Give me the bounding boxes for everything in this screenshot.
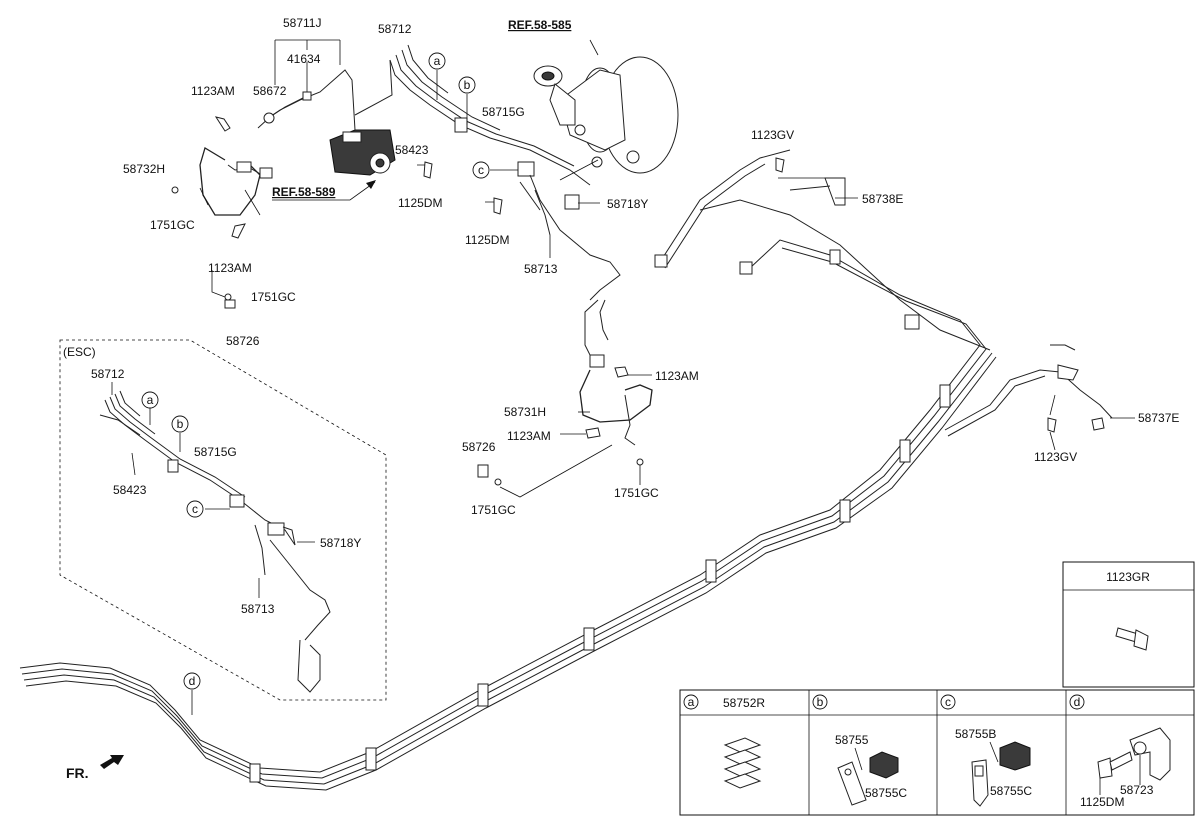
front-label: FR.	[66, 765, 89, 781]
brake-booster	[533, 39, 679, 181]
label-58726-top: 58726	[226, 334, 260, 348]
label-58737E: 58737E	[1138, 411, 1179, 425]
legend-callout-d: d	[1074, 695, 1081, 709]
ref-58-585: REF.58-585	[508, 18, 572, 32]
label-1123GV-top: 1123GV	[751, 128, 794, 142]
label-1751GC-top: 1751GC	[150, 218, 195, 232]
callout-a: a	[434, 54, 441, 68]
label-58738E: 58738E	[862, 192, 903, 206]
esc-label-58713: 58713	[241, 602, 275, 616]
esc-label-58712: 58712	[91, 367, 125, 381]
label-58712: 58712	[378, 22, 412, 36]
label-1123AM-mid: 1123AM	[208, 261, 252, 275]
legend-callout-a: a	[688, 695, 695, 709]
legend-callout-c: c	[945, 695, 951, 709]
bracket-58737E	[1047, 344, 1135, 451]
label-1125DM-b: 1125DM	[465, 233, 509, 247]
label-58732H: 58732H	[123, 162, 165, 176]
label-41634: 41634	[287, 52, 321, 66]
callout-b: b	[464, 78, 471, 92]
esc-label-58715G: 58715G	[194, 445, 237, 459]
esc-callout-a: a	[147, 393, 154, 407]
legend-c-58755C: 58755C	[990, 784, 1032, 798]
label-1751GC-right: 1751GC	[614, 486, 659, 500]
label-58711J: 58711J	[283, 16, 321, 30]
front-direction-arrow	[100, 755, 124, 769]
legend-a-58752R: 58752R	[723, 696, 765, 710]
esc-callout-b: b	[177, 417, 184, 431]
legend-table	[679, 561, 1195, 816]
main-brake-lines	[19, 149, 1113, 791]
label-58718Y: 58718Y	[607, 197, 648, 211]
label-58726-lower: 58726	[462, 440, 496, 454]
legend-d-1125DM: 1125DM	[1080, 795, 1124, 809]
esc-callout-c: c	[192, 502, 198, 516]
label-58731H: 58731H	[504, 405, 546, 419]
legend-d-58723: 58723	[1120, 783, 1154, 797]
label-58672: 58672	[253, 84, 287, 98]
callout-d: d	[189, 674, 196, 688]
callout-c: c	[478, 163, 484, 177]
callout-circles	[191, 70, 518, 715]
label-1751GC-mid: 1751GC	[251, 290, 296, 304]
legend-b-58755: 58755	[835, 733, 869, 747]
callout-letters: a b c d a b c a b c d	[141, 52, 1085, 710]
legend-1123GR: 1123GR	[1106, 570, 1150, 584]
label-1125DM-a: 1125DM	[398, 196, 442, 210]
label-58715G: 58715G	[482, 105, 525, 119]
label-58423: 58423	[395, 143, 429, 157]
label-1123AM-lower: 1123AM	[507, 429, 551, 443]
label-1123AM-right: 1123AM	[655, 369, 699, 383]
legend-b-58755C: 58755C	[865, 786, 907, 800]
bracket-58738E	[775, 157, 858, 206]
part-labels: 58711J 41634 58672 1123AM 58732H 1751GC …	[63, 16, 1179, 809]
label-1123AM-top: 1123AM	[191, 84, 235, 98]
esc-inset	[59, 339, 387, 701]
abs-modulator-group	[171, 39, 621, 309]
legend-c-58755B: 58755B	[955, 727, 996, 741]
label-1123GV-right: 1123GV	[1034, 450, 1077, 464]
esc-label-58423: 58423	[113, 483, 147, 497]
legend-callout-b: b	[817, 695, 824, 709]
label-1751GC-lower: 1751GC	[471, 503, 516, 517]
label-58713: 58713	[524, 262, 558, 276]
ref-58-589: REF.58-589	[272, 185, 336, 199]
rear-hose-58731H	[477, 299, 653, 498]
esc-title: (ESC)	[63, 345, 96, 359]
esc-label-58718Y: 58718Y	[320, 536, 361, 550]
